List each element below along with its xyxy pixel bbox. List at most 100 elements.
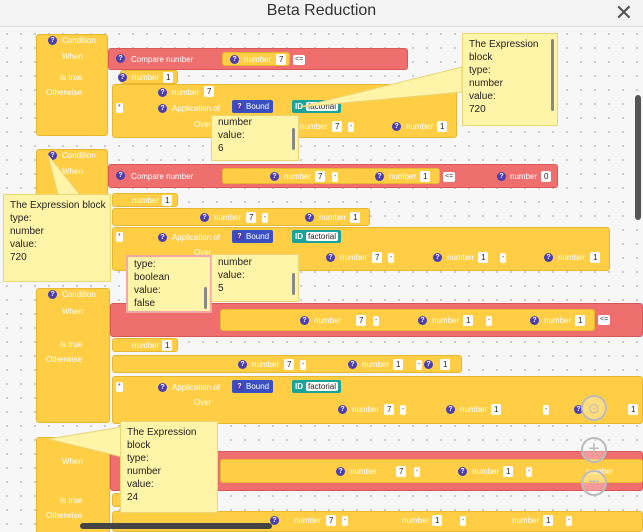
operator-dropdown[interactable]: - [400, 405, 407, 415]
operator-dropdown[interactable]: - [332, 172, 339, 182]
number-value[interactable]: 1 [440, 359, 451, 370]
workspace-canvas[interactable]: ? Condition When Is true Otherwise ? Com… [0, 27, 643, 532]
operator-dropdown[interactable]: - [460, 516, 467, 526]
minus-block[interactable] [220, 309, 595, 331]
number-label: number [314, 316, 342, 325]
close-icon[interactable]: ✕ [614, 0, 633, 25]
operator-dropdown[interactable]: - [566, 516, 573, 526]
operator-dropdown[interactable]: * [116, 382, 123, 392]
number-value[interactable]: 7 [384, 404, 395, 415]
application-of-label: Application of [172, 104, 221, 113]
number-value[interactable]: 1 [162, 340, 173, 351]
tooltip-line: 720 [10, 252, 27, 263]
number-value[interactable]: 7 [246, 212, 257, 223]
number-value[interactable]: 1 [628, 404, 639, 415]
operator-dropdown[interactable]: - [342, 516, 349, 526]
number-value[interactable]: 7 [315, 171, 326, 182]
tooltip-line: value: [218, 270, 245, 281]
tooltip-line: number [10, 226, 44, 237]
number-label: number [294, 516, 322, 525]
operator-dropdown[interactable]: - [348, 122, 355, 132]
number-block[interactable] [112, 193, 178, 207]
id-value[interactable]: factorial [306, 232, 339, 241]
number-value[interactable]: 1 [575, 315, 586, 326]
number-label: number [214, 213, 242, 222]
number-label: number [340, 253, 368, 262]
tooltip-line: The Expression [127, 427, 197, 438]
operator-dropdown[interactable]: - [300, 360, 307, 370]
number-block[interactable] [222, 52, 290, 66]
number-value[interactable]: 7 [276, 54, 287, 65]
number-value[interactable]: 1 [478, 252, 489, 263]
operator-dropdown[interactable]: <= [598, 315, 611, 325]
tooltip-scrollbar[interactable] [292, 273, 295, 295]
number-value[interactable]: 7 [396, 466, 407, 477]
operator-dropdown[interactable]: - [543, 405, 550, 415]
condition-block[interactable] [36, 288, 110, 423]
id-value[interactable]: factorial [306, 382, 339, 391]
operator-dropdown[interactable]: - [500, 253, 507, 263]
minus-block[interactable] [220, 459, 643, 483]
multiply-block[interactable] [112, 376, 643, 424]
operator-dropdown[interactable]: <= [443, 172, 456, 182]
operator-dropdown[interactable]: * [116, 103, 123, 113]
center-workspace-icon[interactable]: ⊙ [581, 395, 607, 421]
id-value[interactable]: factorial [306, 102, 339, 111]
number-value[interactable]: 1 [437, 121, 448, 132]
zoom-in-icon[interactable]: + [581, 437, 607, 463]
operator-dropdown[interactable]: * [116, 232, 123, 242]
tooltip-line: The Expression block [10, 200, 106, 211]
number-value[interactable]: 1 [463, 315, 474, 326]
tooltip-line: boolean [134, 272, 170, 283]
operator-dropdown[interactable]: - [414, 467, 421, 477]
number-label: number [389, 172, 417, 181]
number-value[interactable]: 1 [162, 195, 173, 206]
number-value[interactable]: 1 [503, 466, 514, 477]
number-value[interactable]: 1 [590, 252, 601, 263]
zoom-out-icon[interactable]: − [581, 470, 607, 496]
help-icon: ? [300, 316, 309, 325]
number-value[interactable]: 1 [420, 171, 431, 182]
operator-dropdown[interactable]: - [388, 253, 395, 263]
tooltip-scrollbar[interactable] [204, 287, 207, 309]
number-value[interactable]: 7 [332, 121, 343, 132]
operator-dropdown[interactable]: <= [293, 55, 306, 65]
operator-dropdown[interactable]: - [262, 213, 269, 223]
number-value[interactable]: 1 [543, 515, 554, 526]
number-label: number [244, 55, 272, 64]
help-icon: ? [158, 233, 167, 242]
number-value[interactable]: 7 [284, 359, 295, 370]
number-value[interactable]: 1 [350, 212, 361, 223]
operator-dropdown[interactable]: - [373, 316, 380, 326]
minus-block[interactable] [112, 208, 370, 226]
number-label: number [510, 172, 538, 181]
number-value[interactable]: 1 [163, 72, 174, 83]
number-value[interactable]: 7 [372, 252, 383, 263]
vertical-scrollbar[interactable] [635, 95, 641, 220]
number-value[interactable]: 0 [541, 171, 552, 182]
number-label: number [512, 516, 540, 525]
operator-dropdown[interactable]: - [416, 360, 423, 370]
condition-block[interactable] [36, 34, 108, 136]
number-value[interactable]: 7 [204, 86, 215, 97]
operator-dropdown[interactable]: - [526, 467, 533, 477]
help-icon: ? [158, 104, 167, 113]
help-icon: ? [424, 360, 433, 369]
tooltip-scrollbar[interactable] [292, 128, 295, 150]
help-icon: ? [375, 172, 384, 181]
number-value[interactable]: 1 [393, 359, 404, 370]
expression-tooltip: The Expression block type: number value:… [462, 33, 558, 126]
number-value[interactable]: 7 [326, 515, 337, 526]
number-block[interactable] [112, 338, 178, 352]
tooltip-scrollbar[interactable] [551, 39, 554, 111]
number-label: number [432, 316, 460, 325]
number-value[interactable]: 1 [491, 404, 502, 415]
horizontal-scrollbar[interactable] [80, 523, 272, 529]
operator-dropdown[interactable]: - [486, 316, 493, 326]
number-value[interactable]: 7 [356, 315, 367, 326]
tooltip-line: type: [134, 259, 156, 270]
number-value[interactable]: 1 [432, 515, 443, 526]
id-label: ID [295, 382, 303, 391]
